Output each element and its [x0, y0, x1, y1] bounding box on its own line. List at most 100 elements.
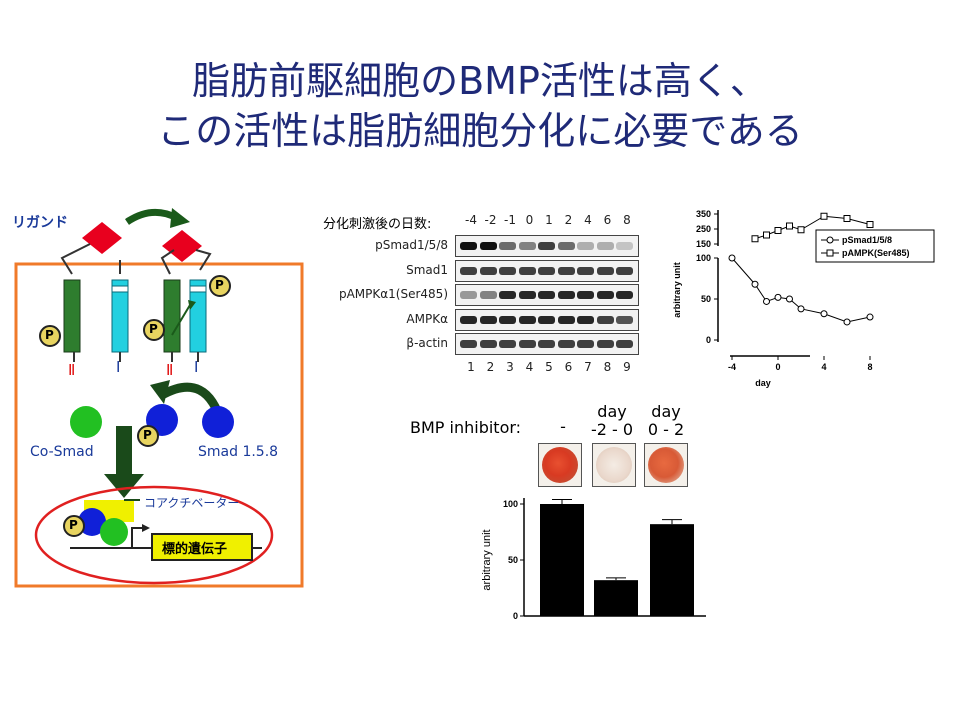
blot-row-label: pSmad1/5/8 [375, 238, 448, 252]
blot-band [616, 266, 633, 275]
nucleus-ellipse [34, 485, 274, 585]
blot-lane-number: 6 [564, 360, 573, 374]
legend-label: pAMPK(Ser485) [842, 248, 910, 258]
blot-band [577, 291, 594, 299]
x-axis-label: day [755, 378, 771, 388]
blot-band [479, 340, 497, 348]
blot-day-header: 8 [623, 213, 631, 227]
data-point [751, 235, 759, 243]
blot-band [596, 242, 614, 250]
data-point [797, 226, 805, 234]
data-point [843, 215, 851, 222]
legend-box [815, 229, 935, 263]
inhibitor-col3-bottom: 0 - 2 [647, 420, 685, 439]
data-point [866, 221, 874, 228]
blot-band [460, 315, 477, 324]
blot-day-header: 1 [545, 213, 553, 227]
inhibitor-col3-top: day [651, 402, 681, 421]
data-point [763, 297, 770, 305]
blot-band [518, 291, 536, 299]
blot-day-header: -1 [504, 213, 516, 227]
phospho-label-receptor-mid: P [149, 322, 158, 336]
blot-band [499, 315, 516, 324]
co-smad-circle [70, 406, 102, 438]
x-tick-label: 4 [821, 362, 826, 372]
stain-dish-control [538, 443, 582, 487]
blot-band [518, 315, 536, 324]
y-tick-label: 100 [696, 253, 711, 263]
receptor-type1-label-right: Ⅰ [194, 358, 199, 376]
phospho-circle-complex [63, 515, 85, 537]
coactivator-label: コアクチベーター [144, 496, 240, 510]
blot-band [460, 266, 477, 275]
target-gene-box [151, 533, 253, 561]
blot-band [557, 291, 575, 299]
blot-band [557, 340, 575, 348]
blot-band [596, 266, 614, 275]
data-point [820, 212, 828, 220]
blot-strip [455, 284, 639, 306]
inhibitor-label: BMP inhibitor: [410, 418, 522, 437]
data-point [763, 231, 770, 239]
blot-band [538, 315, 555, 324]
blot-lane-number: 5 [545, 360, 553, 374]
blot-band [479, 266, 497, 275]
blot-day-header: -4 [465, 213, 477, 227]
blot-band [460, 291, 477, 299]
blot-band [577, 242, 594, 250]
y-tick-label: 50 [701, 294, 711, 304]
phospho-label-receptor-right: P [215, 278, 224, 292]
y-axis-label: arbitrary unit [672, 262, 682, 318]
blot-band [577, 340, 594, 348]
y-tick-label: 0 [706, 335, 711, 345]
blot-band [518, 266, 536, 275]
blot-band [538, 291, 555, 299]
blot-row-label: Smad1 [406, 262, 448, 277]
co-smad-label: Co-Smad [30, 444, 94, 460]
blot-band [557, 242, 575, 250]
data-point [866, 313, 874, 321]
data-point [843, 318, 851, 326]
blot-strip [455, 308, 639, 331]
blot-lane-number: 2 [486, 360, 495, 374]
data-point [728, 254, 736, 262]
inhibitor-col2-bottom: -2 - 0 [590, 420, 634, 439]
ligand-diamond-left [82, 222, 122, 254]
bar [594, 580, 638, 616]
y-tick-label: 250 [696, 224, 711, 234]
blot-band [577, 266, 594, 275]
title-line-2: この活性は脂肪細胞分化に必要である [157, 109, 803, 153]
title-line-1: 脂肪前駆細胞のBMP活性は高く、 [192, 59, 768, 103]
bar-y-tick-label: 0 [513, 611, 518, 621]
blot-lane-number: 3 [506, 360, 514, 374]
blot-band [538, 340, 555, 348]
phospho-circle-smad [137, 425, 159, 447]
blot-day-header: -2 [484, 213, 497, 227]
data-point [797, 305, 805, 313]
blot-row-label: pAMPKα1(Ser485) [338, 287, 448, 301]
x-tick-label: 0 [775, 362, 780, 372]
blot-header-label: 分化刺激後の日数: [323, 217, 432, 232]
phospho-label-receptor-left: P [45, 328, 54, 342]
y-tick-label: 350 [696, 209, 711, 219]
blot-band [538, 242, 555, 250]
data-point [751, 280, 759, 288]
blot-band [596, 340, 614, 348]
signaling-diagram-svg [14, 208, 304, 588]
x-tick-label: -4 [728, 362, 736, 372]
smad-label: Smad 1.5.8 [198, 444, 279, 460]
target-gene-label: 標的遺伝子 [162, 542, 228, 557]
blot-day-header: 4 [584, 213, 592, 227]
blot-strip [455, 259, 639, 282]
blot-row-label: β-actin [406, 336, 448, 350]
phospho-label-complex: P [69, 518, 78, 532]
receptor-type2-right [163, 279, 181, 353]
blot-lane-number: 1 [467, 360, 475, 374]
smad-circle-2 [202, 406, 234, 438]
slide-title: 脂肪前駆細胞のBMP活性は高く、 この活性は脂肪細胞分化に必要である [0, 56, 960, 156]
blot-lane-number: 9 [623, 360, 631, 374]
phospho-label-smad: P [143, 428, 152, 442]
inhibitor-col2-top: day [597, 402, 627, 421]
